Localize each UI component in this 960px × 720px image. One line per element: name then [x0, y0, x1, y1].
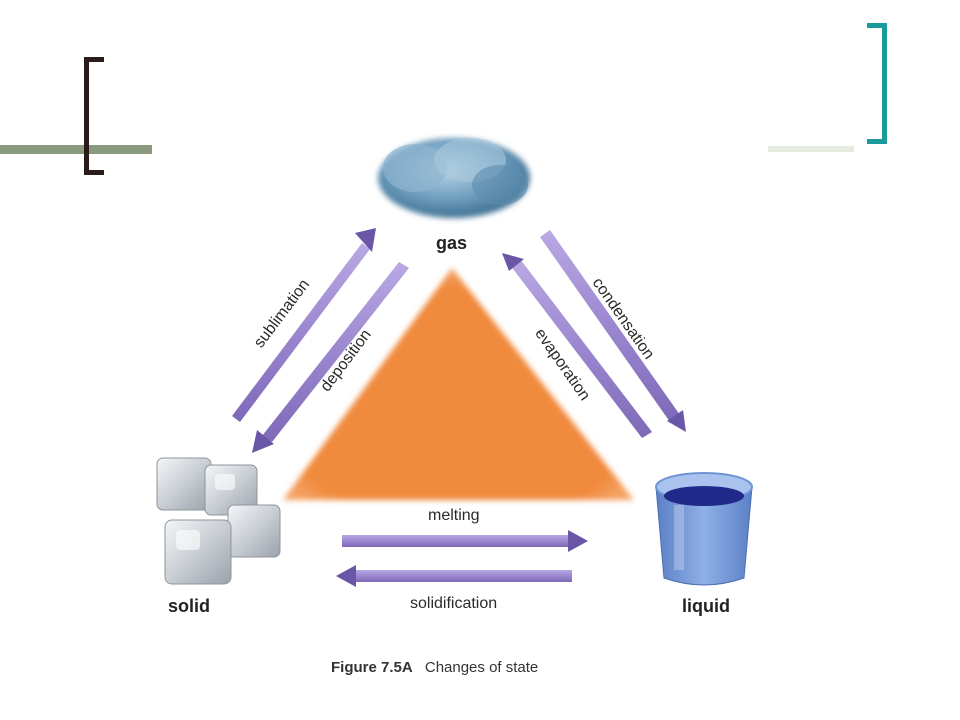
gas-label: gas: [436, 233, 468, 253]
right-accent-line: [768, 146, 854, 152]
cloud-icon: [378, 138, 530, 218]
solidification-label: solidification: [410, 595, 498, 612]
figure-caption: Figure 7.5A Changes of state: [331, 659, 538, 676]
right-bracket: [867, 23, 887, 144]
ice-cubes-icon: [156, 457, 281, 585]
melting-label: melting: [428, 507, 480, 524]
condensation-arrow: [540, 230, 686, 432]
sublimation-arrow: [232, 228, 376, 422]
figure-number: Figure 7.5A: [331, 659, 413, 676]
left-bracket: [84, 57, 104, 175]
deposition-arrow: [252, 262, 409, 453]
solidification-arrow: [336, 565, 572, 587]
left-accent-line: [0, 145, 152, 154]
figure-title: Changes of state: [424, 659, 539, 676]
solid-label: solid: [168, 596, 211, 616]
melting-arrow: [342, 530, 588, 552]
beaker-icon: [655, 472, 753, 586]
energy-triangle: [283, 268, 634, 500]
evaporation-arrow: [502, 253, 652, 438]
liquid-label: liquid: [682, 596, 730, 616]
